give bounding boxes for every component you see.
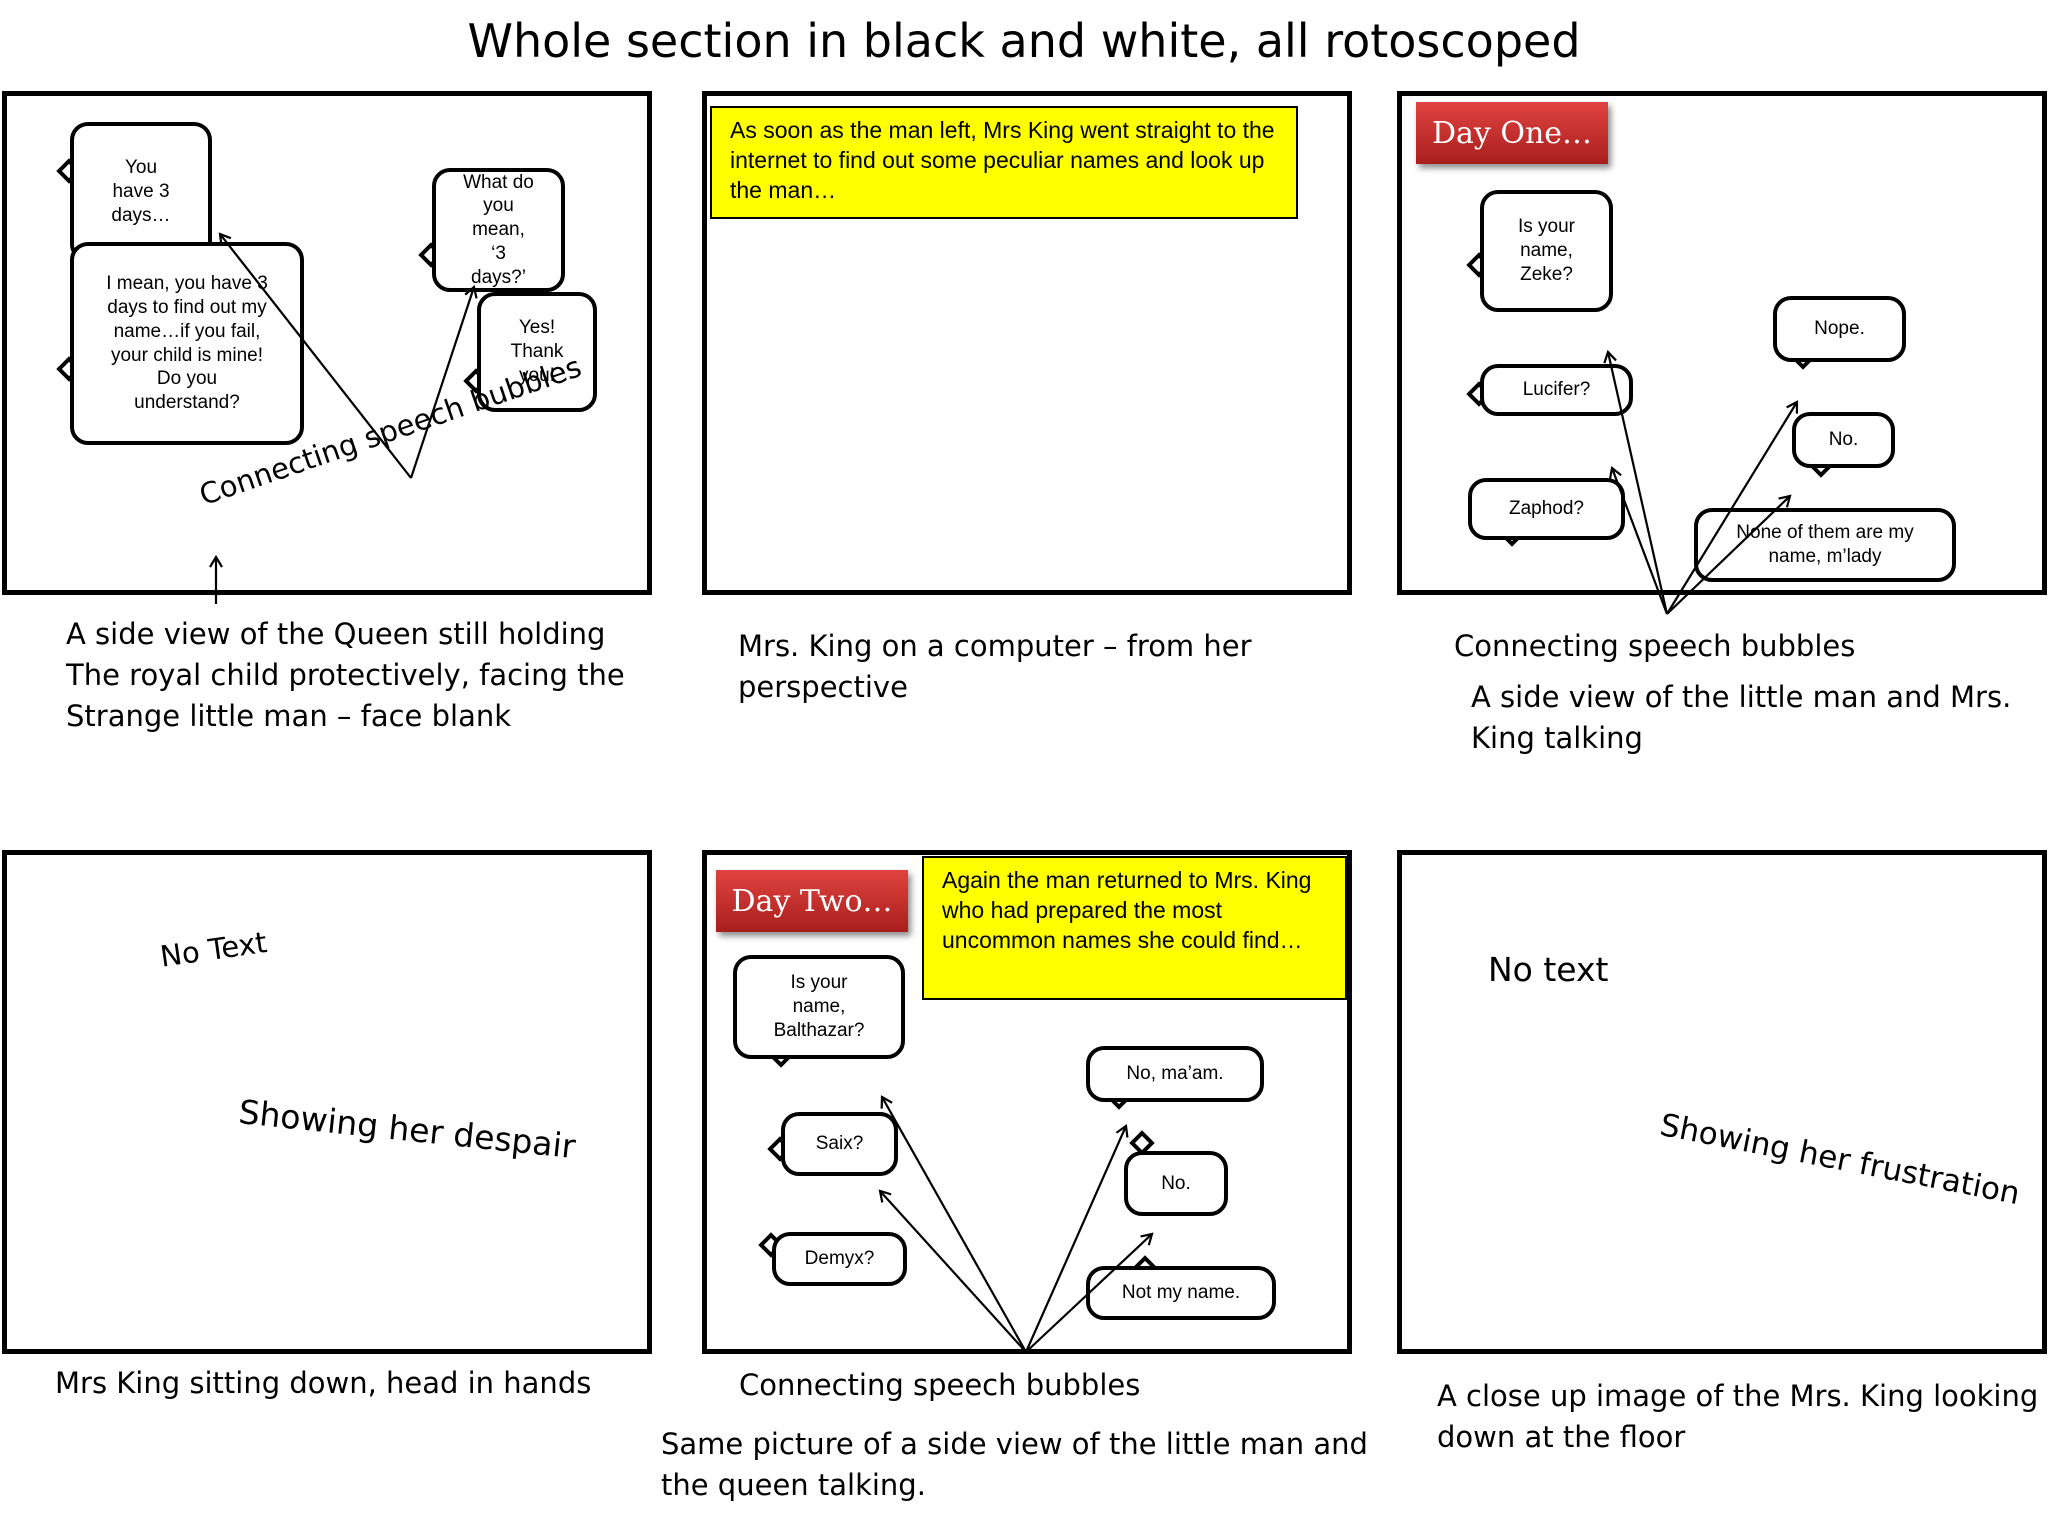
panel-4-frame bbox=[2, 850, 652, 1354]
speech-bubble-saix: Saix? bbox=[781, 1112, 898, 1176]
speech-bubble-not-my-name: Not my name. bbox=[1086, 1266, 1276, 1320]
speech-bubble-yes-thank-you: Yes! Thank you! bbox=[477, 292, 597, 412]
speech-bubble-demyx: Demyx? bbox=[772, 1232, 907, 1286]
no-text-label: No text bbox=[1488, 950, 1609, 989]
page-title: Whole section in black and white, all ro… bbox=[467, 14, 1581, 68]
speech-bubble-you-have-3-days: You have 3 days… bbox=[70, 122, 212, 262]
speech-bubble-lucifer: Lucifer? bbox=[1480, 364, 1633, 416]
panel-6-frame bbox=[1397, 850, 2047, 1354]
speech-bubble-zaphod: Zaphod? bbox=[1468, 478, 1625, 540]
day-two-label: Day Two… bbox=[716, 870, 908, 932]
connecting-bubbles-label: Connecting speech bubbles bbox=[1454, 629, 1856, 663]
speech-bubble-no-maam: No, ma’am. bbox=[1086, 1046, 1264, 1102]
speech-bubble-no: No. bbox=[1124, 1151, 1228, 1216]
speech-bubble-what-do-you-mean: What do you mean, ‘3 days?’ bbox=[432, 168, 565, 292]
speech-bubble-no: No. bbox=[1792, 412, 1895, 468]
speech-bubble-nope: Nope. bbox=[1773, 296, 1906, 362]
narration-box: Again the man returned to Mrs. King who … bbox=[922, 856, 1347, 1000]
narration-box: As soon as the man left, Mrs King went s… bbox=[710, 106, 1298, 219]
panel-1-caption: A side view of the Queen still holding T… bbox=[66, 617, 625, 733]
panel-4-caption: Mrs King sitting down, head in hands bbox=[55, 1366, 592, 1400]
panel-5-caption: Same picture of a side view of the littl… bbox=[661, 1427, 1368, 1502]
day-one-label: Day One… bbox=[1416, 102, 1608, 164]
panel-3-caption: A side view of the little man and Mrs. K… bbox=[1471, 680, 2012, 755]
speech-bubble-zeke: Is your name, Zeke? bbox=[1480, 190, 1613, 312]
speech-bubble-i-mean: I mean, you have 3 days to find out my n… bbox=[70, 242, 304, 445]
panel-2-caption: Mrs. King on a computer – from her persp… bbox=[738, 629, 1252, 704]
connecting-bubbles-label: Connecting speech bubbles bbox=[739, 1368, 1141, 1402]
panel-6-caption: A close up image of the Mrs. King lookin… bbox=[1437, 1379, 2039, 1454]
speech-bubble-none-of-them: None of them are my name, m’lady bbox=[1694, 508, 1956, 582]
speech-bubble-balthazar: Is your name, Balthazar? bbox=[733, 955, 905, 1059]
